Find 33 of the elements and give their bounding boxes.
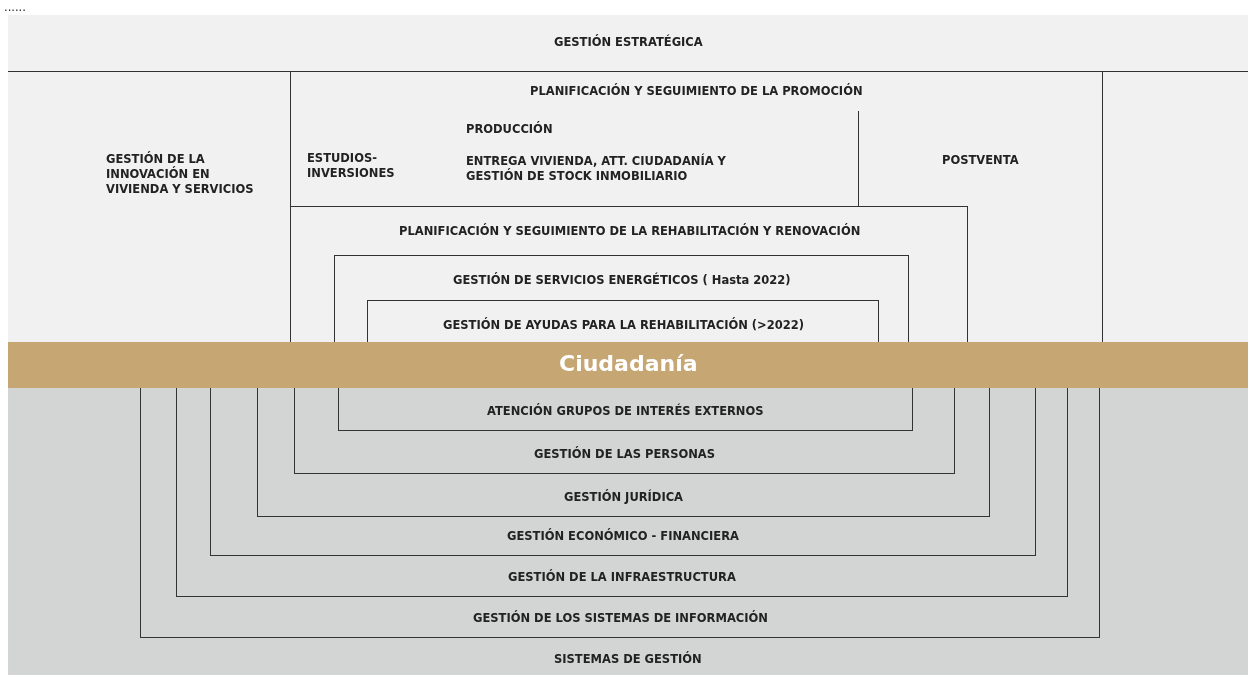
area-title: GESTIÓN DE LOS SISTEMAS DE INFORMACIÓN xyxy=(473,611,768,626)
citizen-band xyxy=(8,342,1248,388)
process-box xyxy=(140,388,1100,638)
area-title: ENTREGA VIVIENDA, ATT. CIUDADANÍA Y GESTIÓN DE STOCK INMOBILIARIO xyxy=(466,154,727,184)
process-box xyxy=(290,206,968,342)
area-title: GESTIÓN JURÍDICA xyxy=(564,490,684,505)
area-title: ESTUDIOS- INVERSIONES xyxy=(307,151,396,181)
area-title: SISTEMAS DE GESTIÓN xyxy=(554,652,702,667)
header-bar xyxy=(8,15,1248,72)
area-title: GESTIÓN DE LAS PERSONAS xyxy=(534,447,716,462)
process-box xyxy=(338,388,913,431)
ellipsis-text: ...... xyxy=(4,0,26,15)
area-title: PRODUCCIÓN xyxy=(466,122,554,137)
area-title: GESTIÓN ESTRATÉGICA xyxy=(554,35,703,50)
process-box xyxy=(294,388,955,474)
panel xyxy=(8,388,1248,675)
process-box xyxy=(367,300,879,344)
process-box xyxy=(257,388,990,517)
area-title: ATENCIÓN GRUPOS DE INTERÉS EXTERNOS xyxy=(487,404,764,419)
process-box xyxy=(210,388,1036,556)
area-title: GESTIÓN ECONÓMICO - FINANCIERA xyxy=(507,529,739,544)
panel xyxy=(8,72,1248,342)
area-title: PLANIFICACIÓN Y SEGUIMIENTO DE LA PROMOCIÓN xyxy=(530,83,863,99)
process-box xyxy=(176,388,1068,597)
area-title: GESTIÓN DE LA INNOVACIÓN EN VIVIENDA Y SERVICIOS xyxy=(106,152,255,197)
area-title: PLANIFICACIÓN Y SEGUIMIENTO DE LA REHABILITACIÓN Y RENOVACIÓN xyxy=(399,224,861,239)
area-title: GESTIÓN DE LA INFRAESTRUCTURA xyxy=(508,570,736,585)
area-title: GESTIÓN DE SERVICIOS ENERGÉTICOS ( Hasta 2022) xyxy=(453,273,791,288)
area-title: GESTIÓN DE AYUDAS PARA LA REHABILITACIÓN (>2022) xyxy=(443,318,804,333)
process-box xyxy=(334,255,909,343)
process-box xyxy=(290,72,1103,112)
area-title: POSTVENTA xyxy=(942,153,1019,168)
band-title: Ciudadanía xyxy=(559,350,698,378)
